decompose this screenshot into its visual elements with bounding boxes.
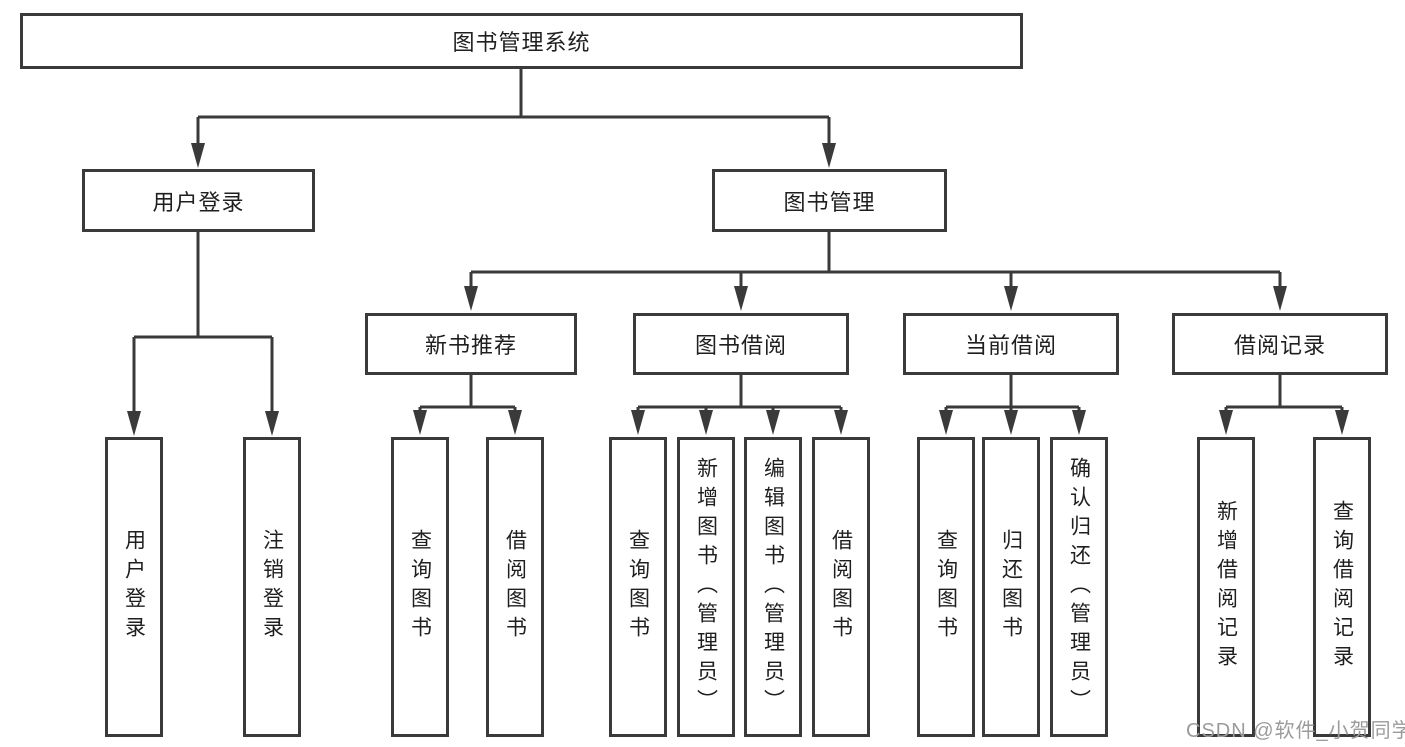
node-label: 图书管理 [783,189,876,215]
leaf-add-borrow-record: 新增借阅记录 [1197,437,1255,737]
node-label: 查询图书 [626,529,650,645]
node-label: 新增图书（管理员） [694,456,718,718]
node-new-book-recommendation: 新书推荐 [365,313,577,375]
node-label: 编辑图书（管理员） [761,456,785,718]
node-label: 当前借阅 [964,333,1057,358]
leaf-confirm-return-admin: 确认归还（管理员） [1050,437,1108,737]
node-label: 借阅图书 [829,529,853,645]
leaf-query-books-borrowing: 查询图书 [609,437,667,737]
node-label: 用户登录 [122,529,146,645]
node-label: 查询借阅记录 [1330,500,1354,674]
node-label: 新书推荐 [424,333,517,358]
node-label: 借阅图书 [503,529,527,645]
leaf-query-borrow-record: 查询借阅记录 [1313,437,1371,737]
leaf-query-books-current: 查询图书 [917,437,975,737]
node-user-login-branch: 用户登录 [82,169,315,232]
leaf-query-books-recommend: 查询图书 [391,437,449,737]
watermark: CSDN @软件_小贺同学 [1186,720,1405,742]
node-book-borrowing: 图书借阅 [633,313,849,375]
node-label: 图书借阅 [694,333,787,358]
node-label: 确认归还（管理员） [1067,456,1091,718]
node-label: 归还图书 [999,529,1023,645]
leaf-edit-books-admin: 编辑图书（管理员） [744,437,802,737]
leaf-logout: 注销登录 [243,437,301,737]
leaf-return-books: 归还图书 [982,437,1040,737]
node-label: 图书管理系统 [452,30,591,55]
node-label: 注销登录 [260,529,284,645]
node-current-borrowing: 当前借阅 [903,313,1119,375]
leaf-borrow-books: 借阅图书 [812,437,870,737]
node-label: 用户登录 [152,189,245,215]
node-label: 查询图书 [408,529,432,645]
node-label: 查询图书 [934,529,958,645]
node-borrowing-records: 借阅记录 [1172,313,1388,375]
node-library-management-system: 图书管理系统 [20,13,1023,69]
leaf-user-login: 用户登录 [105,437,163,737]
node-book-management-branch: 图书管理 [712,169,947,232]
leaf-borrow-books-recommend: 借阅图书 [486,437,544,737]
leaf-add-books-admin: 新增图书（管理员） [677,437,735,737]
node-label: 借阅记录 [1233,333,1326,358]
node-label: 新增借阅记录 [1214,500,1238,674]
